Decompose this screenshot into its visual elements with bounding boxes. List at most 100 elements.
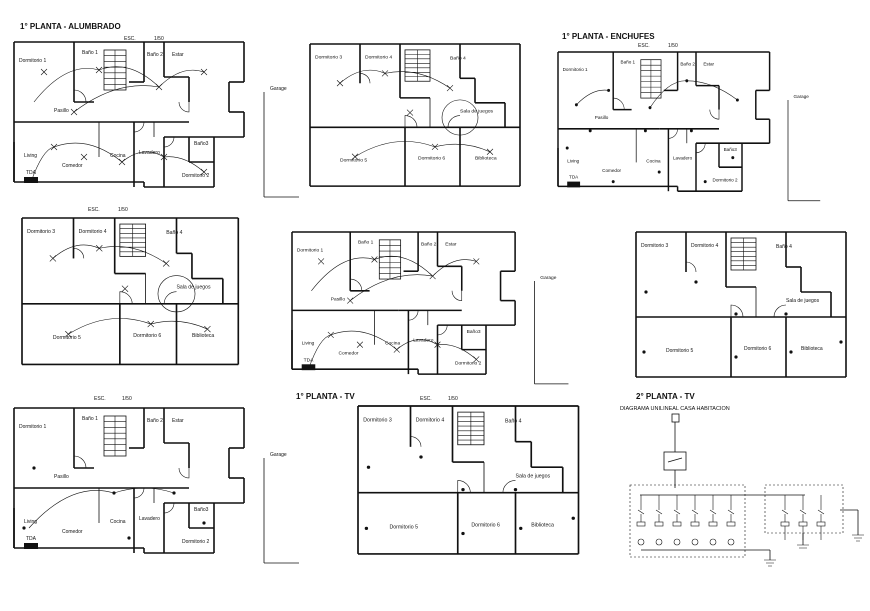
circuit-wire [98, 66, 160, 88]
circuit-wire [441, 99, 479, 136]
outlet-icon [607, 88, 611, 92]
outlet-icon [565, 146, 569, 150]
scale-ratio: 1/50 [668, 43, 678, 49]
room-label: Cocina [110, 519, 126, 525]
circuit-wire [163, 156, 205, 173]
outlet-icon [784, 312, 788, 316]
room-label: Baño 4 [166, 230, 182, 236]
light-fixture-icon [162, 260, 170, 267]
breaker-label-box [690, 521, 700, 527]
room-label: Lavadero [413, 338, 433, 344]
door-swing [668, 128, 678, 139]
room-label: Baño 2 [147, 418, 163, 424]
room-label: Dormitorio 5 [666, 348, 693, 354]
room-label: Biblioteca [192, 333, 214, 339]
breaker-icon [673, 509, 681, 522]
title-tv-floor1: 1° PLANTA - TV [296, 392, 355, 401]
circuit-wire [354, 141, 436, 157]
room-label: Sala de juegos [786, 298, 820, 304]
room-label: Baño 4 [776, 244, 792, 250]
light-fixture-icon [356, 341, 364, 348]
room-label: Comedor [62, 529, 83, 535]
room-label: Estar [703, 61, 714, 66]
room-label: Dormitorio 6 [133, 333, 161, 339]
room-label: Dormitorio 3 [641, 243, 668, 249]
tda-label: TDA [569, 175, 579, 180]
room-label: Living [567, 158, 579, 163]
circuit-wire [434, 143, 491, 153]
load-icon [637, 538, 645, 546]
outlet-icon [461, 531, 465, 536]
tda-label: TDA [26, 536, 37, 542]
breaker-label-box [672, 521, 682, 527]
ground-icon [764, 559, 776, 567]
load-icon [673, 538, 681, 546]
room-label: Dormitorio 4 [365, 55, 392, 61]
tda-panel [301, 364, 316, 371]
light-fixture-icon [40, 68, 48, 76]
outlet-icon [657, 170, 661, 174]
room-label: Baño 1 [82, 50, 98, 56]
room-label: Living [24, 519, 37, 525]
scale-ratio: 1/50 [154, 36, 164, 42]
circuit-wire [53, 142, 123, 163]
scale-esc: ESC. [638, 43, 650, 49]
breaker-switch [667, 457, 683, 463]
circuit-wire [311, 257, 375, 291]
scale-ratio: 1/50 [122, 396, 132, 402]
room-label: Estar [445, 242, 457, 248]
door-swing [163, 502, 175, 514]
room-label: Living [24, 153, 37, 159]
outlet-icon [643, 129, 647, 133]
outlet-icon [22, 526, 26, 530]
light-fixture-icon [381, 70, 389, 77]
room-label: Lavadero [673, 155, 693, 160]
breaker-label-box [636, 521, 646, 527]
circuit-wire [157, 275, 196, 313]
outlet-icon [202, 521, 206, 525]
circuit-wire [437, 344, 477, 360]
outlet-icon [364, 526, 369, 531]
tda-panel [567, 181, 581, 188]
room-label: Dormitorio 2 [713, 178, 738, 183]
room-label: Biblioteca [531, 522, 554, 528]
breaker-label-box [798, 521, 808, 527]
door-swing [709, 109, 720, 120]
room-label: Estar [172, 418, 184, 424]
outlet-icon [689, 129, 693, 133]
light-fixture-icon [446, 84, 454, 92]
outlet-icon [644, 290, 648, 294]
room-label: Biblioteca [475, 156, 497, 162]
door-swing [410, 436, 422, 447]
room-label: Pasillo [54, 108, 69, 114]
door-swing [73, 247, 85, 259]
door-swing [408, 310, 419, 321]
room-label: Garage [794, 94, 810, 99]
room-label: Estar [172, 52, 184, 58]
door-swing [119, 291, 133, 304]
light-fixture-icon [80, 153, 88, 161]
room-label: Baño3 [194, 507, 209, 513]
door-swing [437, 324, 448, 336]
outlet-icon [519, 526, 523, 531]
outlet-icon [32, 466, 36, 470]
room-label: Dormitorio 5 [390, 524, 419, 530]
breaker-label-box [654, 521, 664, 527]
breaker-icon [799, 509, 807, 522]
room-label: Dormitorio 6 [418, 156, 445, 162]
room-label: Cocina [385, 341, 400, 347]
room-label: Living [302, 341, 315, 347]
breaker-icon [691, 509, 699, 522]
circuit-wire [396, 339, 438, 350]
door-swing [178, 467, 190, 479]
tda-label: TDA [26, 170, 37, 176]
breaker-label-box [726, 521, 736, 527]
tda-panel [24, 177, 38, 183]
load-icon [691, 538, 699, 546]
scale-esc: ESC. [124, 36, 136, 42]
room-label: Dormitorio 4 [79, 229, 107, 235]
light-fixture-icon [434, 341, 441, 348]
